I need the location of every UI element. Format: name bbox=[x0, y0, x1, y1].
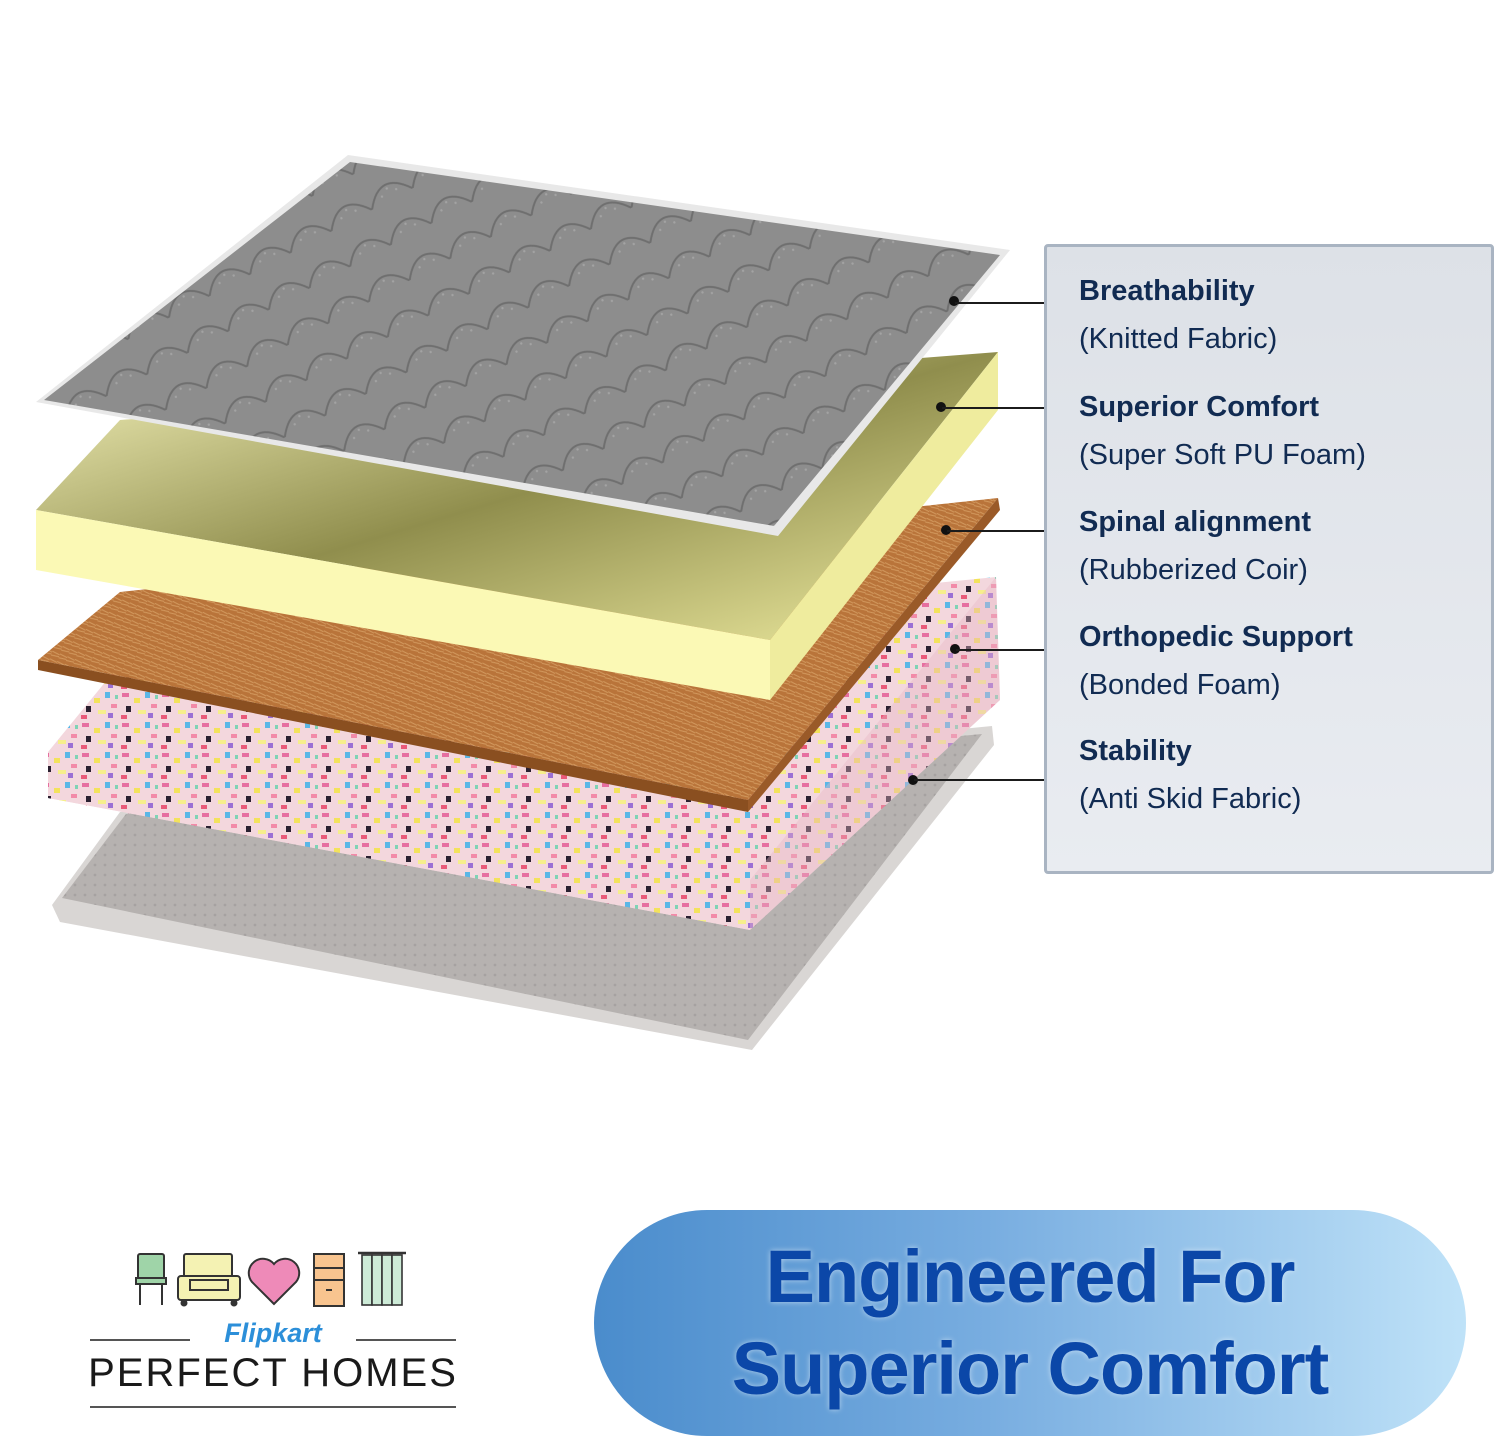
pointer-dot-pu-foam bbox=[936, 402, 946, 412]
legend-item-anti-skid: Stability (Anti Skid Fabric) bbox=[1079, 734, 1301, 816]
legend-item-rubberized-coir: Spinal alignment (Rubberized Coir) bbox=[1079, 505, 1311, 587]
leader-line-anti-skid bbox=[914, 779, 1059, 781]
pointer-dot-coir bbox=[941, 525, 951, 535]
heart-icon bbox=[247, 1257, 301, 1306]
leader-line-knitted-fabric bbox=[955, 302, 1059, 304]
legend-material: (Knitted Fabric) bbox=[1079, 323, 1278, 355]
logo-underline bbox=[90, 1406, 456, 1408]
legend-title: Orthopedic Support bbox=[1079, 621, 1353, 653]
flipkart-wordmark: Flipkart bbox=[224, 1318, 322, 1348]
leader-line-pu-foam bbox=[942, 407, 1059, 409]
tagline-line-2: Superior Comfort bbox=[731, 1327, 1330, 1410]
legend-material: (Rubberized Coir) bbox=[1079, 554, 1308, 586]
logo-divider-right bbox=[356, 1339, 456, 1341]
leader-line-bonded-foam bbox=[956, 649, 1059, 651]
legend-title: Superior Comfort bbox=[1079, 391, 1320, 423]
legend-item-pu-foam: Superior Comfort (Super Soft PU Foam) bbox=[1079, 390, 1366, 472]
layer-knitted-fabric bbox=[36, 155, 1010, 536]
legend-material: (Bonded Foam) bbox=[1079, 669, 1281, 701]
leader-line-coir bbox=[947, 530, 1059, 532]
logo-divider-left bbox=[90, 1339, 190, 1341]
pointer-dot-knitted-fabric bbox=[949, 296, 959, 306]
furniture-icons bbox=[135, 1251, 406, 1307]
cabinet-icon bbox=[313, 1253, 345, 1307]
legend-title: Spinal alignment bbox=[1079, 506, 1312, 538]
legend-item-knitted-fabric: Breathability (Knitted Fabric) bbox=[1079, 274, 1277, 356]
curtain-icon bbox=[358, 1251, 406, 1306]
legend-material: (Super Soft PU Foam) bbox=[1079, 439, 1366, 471]
flipkart-perfect-homes-logo: Flipkart PERFECT HOMES bbox=[88, 1248, 458, 1428]
pointer-dot-anti-skid bbox=[908, 775, 918, 785]
legend-title: Stability bbox=[1079, 735, 1192, 767]
legend-item-bonded-foam: Orthopedic Support (Bonded Foam) bbox=[1079, 620, 1353, 702]
pointer-dot-bonded-foam bbox=[950, 644, 960, 654]
legend-material: (Anti Skid Fabric) bbox=[1079, 783, 1302, 815]
tagline-banner: Engineered For Superior Comfort bbox=[594, 1210, 1466, 1436]
sofa-icon bbox=[177, 1253, 241, 1307]
layer-legend-panel: Breathability (Knitted Fabric) Superior … bbox=[1044, 244, 1494, 874]
mattress-layers-illustration bbox=[36, 155, 1010, 1050]
tagline-line-1: Engineered For bbox=[765, 1235, 1296, 1318]
perfect-homes-wordmark: PERFECT HOMES bbox=[88, 1351, 458, 1395]
legend-title: Breathability bbox=[1079, 275, 1255, 307]
chair-icon bbox=[135, 1253, 167, 1305]
